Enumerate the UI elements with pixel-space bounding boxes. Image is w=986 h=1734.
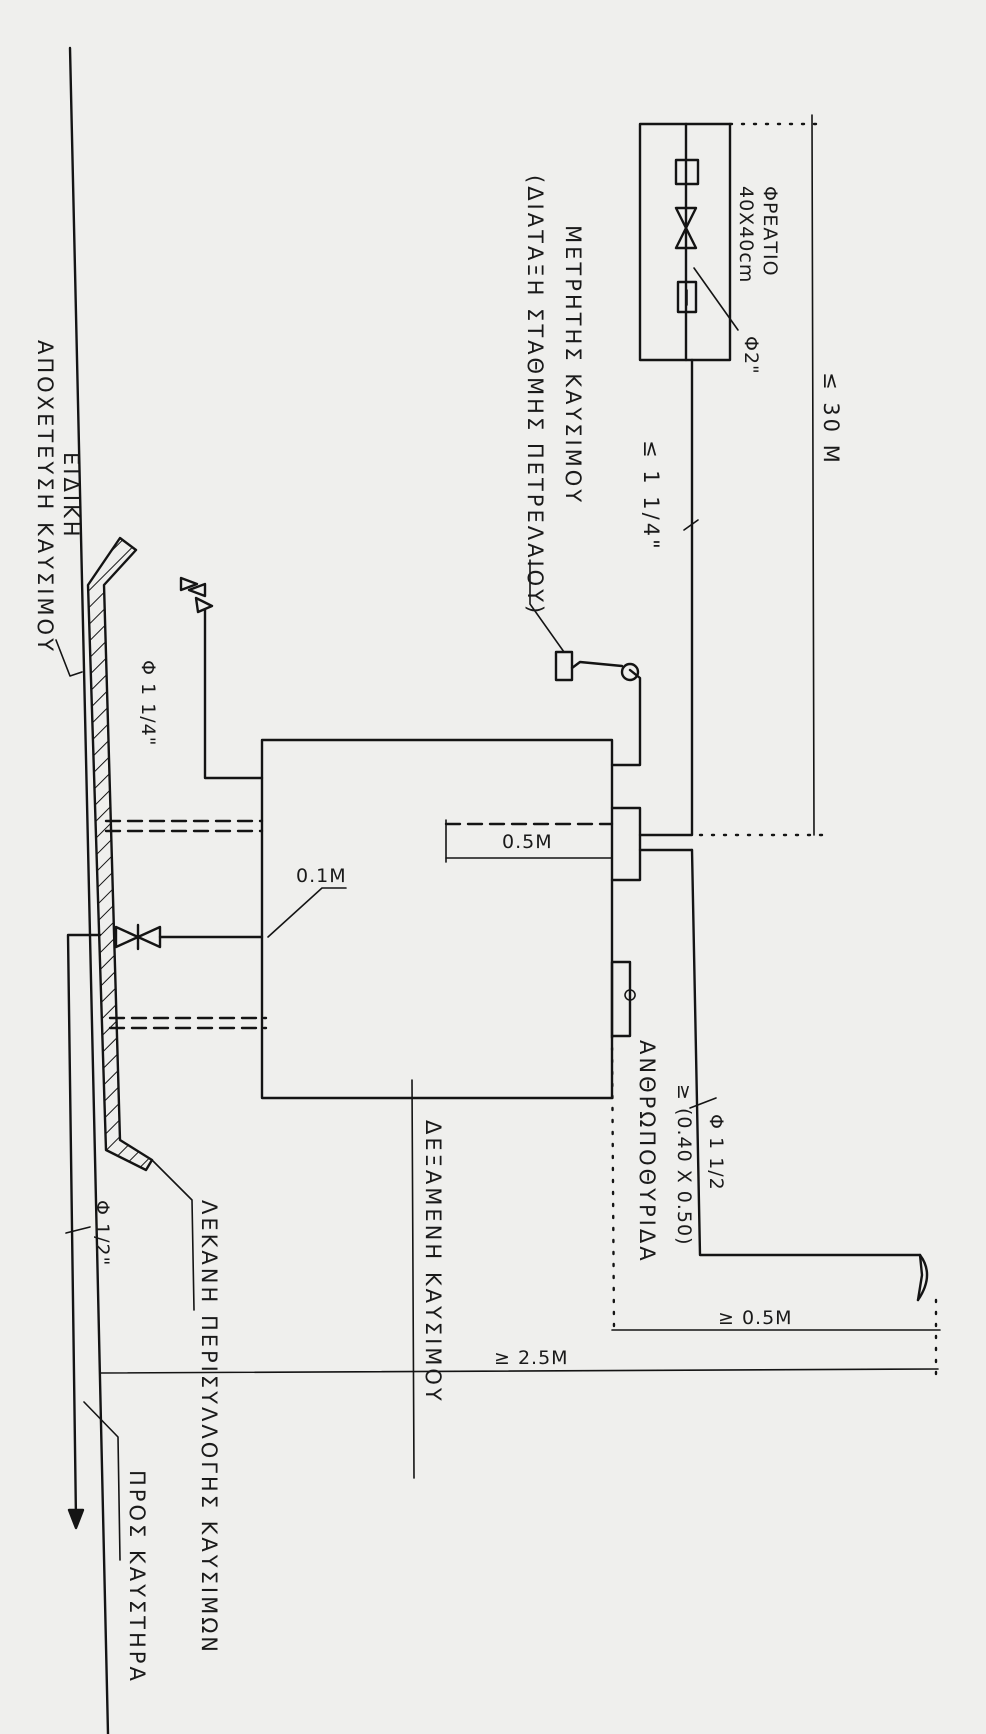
fill-pipe-tick (683, 519, 699, 531)
return-pipe (690, 848, 924, 1302)
label-fill-pipe-max: ≤ 1 1/4" (639, 440, 663, 552)
fill-pipe (638, 358, 694, 837)
manhole-handle-icon (624, 989, 636, 1001)
pit-leader (693, 267, 739, 331)
label-dim-01m: 0.1Μ (296, 865, 347, 887)
label-pit-pipe: Φ2" (740, 336, 762, 375)
border-line-left (68, 46, 110, 1734)
pit-valve-icon-b (674, 226, 698, 250)
label-max-30m: ≤ 30 Μ (819, 372, 843, 466)
label-manhole: ΑΝΘΡΩΠΟΘΥΡΙΔΑ (635, 1040, 659, 1264)
label-supply-pipe: Φ 1/2" (91, 1200, 113, 1266)
arrow-to-burner-icon (67, 1508, 85, 1530)
return-pipe-bend (916, 1253, 929, 1302)
label-dim-ge-05m: ≥ 0.5Μ (718, 1307, 793, 1329)
label-vent-pipe: Φ 1 1/4" (137, 660, 159, 746)
label-dim-ge-25m: ≥ 2.5Μ (494, 1347, 569, 1369)
supply-pipe-tick (65, 1226, 91, 1234)
drain-valve-icon (114, 925, 140, 949)
vent-cap-icon (194, 596, 214, 614)
label-to-burner: ΠΡΟΣ ΚΑΥΣΤΗΡΑ (125, 1470, 149, 1684)
meter-gauge-icon (620, 662, 640, 682)
dim-ge-25m-line (99, 1368, 939, 1374)
basin-label-leader (151, 1159, 195, 1311)
label-drain-line2: ΑΠΟΧΕΤΕΥΣΗ ΚΑΥΣΙΜΟΥ (33, 340, 57, 654)
collection-basin (86, 536, 154, 1172)
drain-valve-icon-b (136, 925, 162, 949)
vent-valve-icon (179, 576, 199, 592)
to-burner-leader (83, 1401, 121, 1561)
pit-valve-icon (674, 206, 698, 230)
label-meter-line1: ΜΕΤΡΗΤΗΣ ΚΑΥΣΙΜΟΥ (561, 225, 585, 505)
label-pit-line2: 40Χ40cm (735, 186, 757, 283)
label-manhole-size: ≥ (0.40 Χ 0.50) (673, 1084, 695, 1246)
drain-leader (55, 639, 83, 677)
meter-pipe (610, 668, 642, 767)
return-pipe-tick (689, 1097, 717, 1109)
dim-ge-05m-ext-left (610, 1034, 616, 1332)
fill-connection (610, 806, 642, 882)
label-pit-line1: ΦΡΕΑΤΙΟ (759, 186, 781, 277)
meter-cable (570, 660, 624, 670)
meter-head-icon (554, 650, 574, 682)
meter-leader (529, 559, 565, 653)
pit-filter-icon (676, 280, 698, 314)
vent-valve-icon-b (187, 582, 207, 598)
manhole-icon (610, 960, 632, 1038)
tank-label-leader (411, 1079, 415, 1479)
label-basin: ΛΕΚΑΝΗ ΠΕΡΙΣΥΛΛΟΓΗΣ ΚΑΥΣΙΜΩΝ (197, 1200, 221, 1655)
label-tank: ΔΕΞΑΜΕΝΗ ΚΑΥΣΙΜΟΥ (421, 1120, 445, 1404)
label-drain-line1: ΕΙΔΙΚΗ (59, 452, 83, 540)
label-dim-05m: 0.5Μ (502, 831, 553, 853)
fuel-tank (260, 738, 614, 1100)
vent-pipe (203, 608, 264, 780)
dim-30m-line (811, 114, 815, 836)
label-pipe-phi-1-half: Φ 1 1/2 (705, 1114, 727, 1191)
supply-pipe-to-burner (66, 933, 102, 1522)
pit-cap-icon (674, 158, 700, 186)
label-meter-line2: (ΔΙΑΤΑΞΗ ΣΤΑΘΜΗΣ ΠΕΤΡΕΛΑΙΟΥ) (523, 175, 547, 616)
leader-0-1m (267, 887, 347, 938)
